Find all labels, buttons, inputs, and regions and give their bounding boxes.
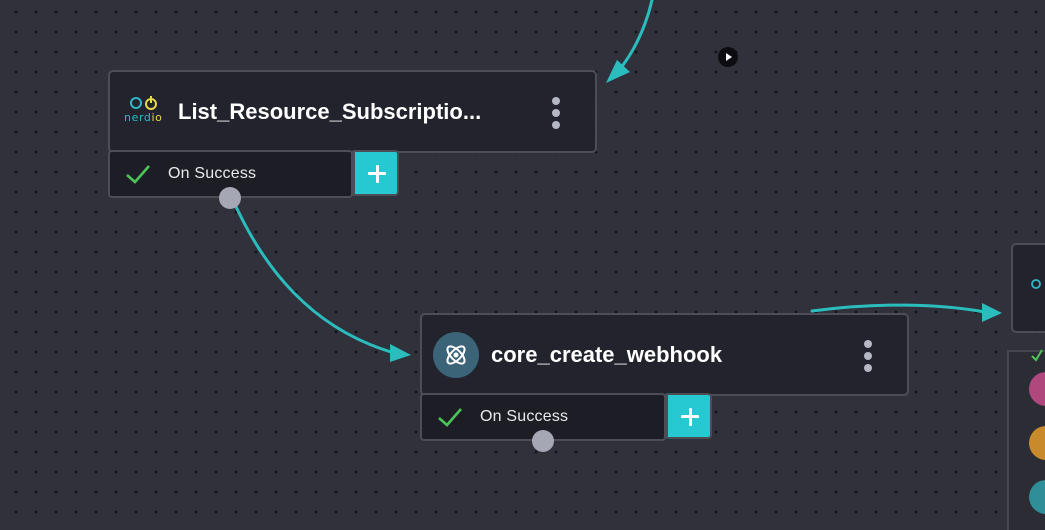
add-step-button[interactable] <box>666 393 712 439</box>
nerdio-wordmark: nerdio <box>124 111 163 124</box>
success-check-icon <box>126 165 150 184</box>
edge-list-resource-to-core-webhook <box>231 198 400 356</box>
success-check-icon <box>438 408 462 427</box>
port-label: On Success <box>168 165 257 182</box>
edge-core-webhook-to-right-node <box>810 303 987 314</box>
play-icon[interactable] <box>718 47 738 67</box>
step-palette-panel <box>1007 349 1045 530</box>
atom-icon <box>433 332 479 378</box>
port-label: On Success <box>480 408 569 425</box>
port-on-success: On Success <box>420 393 712 441</box>
loop-icon[interactable] <box>1029 480 1045 514</box>
atom-glyph-icon <box>446 345 466 365</box>
branch-icon[interactable] <box>1029 372 1045 406</box>
edge-arrowhead-incoming <box>606 60 630 83</box>
output-handle[interactable] <box>219 187 241 209</box>
node-core-create-webhook[interactable]: core_create_webhook <box>420 313 909 396</box>
edge-arrowhead-right-node <box>982 303 1002 322</box>
edge-incoming-to-list-resource <box>614 0 654 76</box>
edge-arrowhead-core-webhook <box>390 344 411 362</box>
output-handle[interactable] <box>532 430 554 452</box>
node-title: List_Resource_Subscriptio... <box>178 99 482 124</box>
node-list-resource-subscriptions[interactable]: nerdio List_Resource_Subscriptio... <box>108 70 597 153</box>
success-check-icon <box>1031 349 1043 362</box>
node-menu-kebab-icon[interactable] <box>546 96 566 130</box>
node-title: core_create_webhook <box>491 342 723 367</box>
node-partial-right[interactable] <box>1011 243 1045 333</box>
nerdio-mark-icon <box>130 96 157 110</box>
node-menu-kebab-icon[interactable] <box>858 339 878 373</box>
nerdio-logo-icon: nerdio <box>124 94 164 124</box>
hash-icon[interactable] <box>1029 426 1045 460</box>
nerdio-logo-icon <box>1031 279 1041 289</box>
add-step-button[interactable] <box>353 150 399 196</box>
